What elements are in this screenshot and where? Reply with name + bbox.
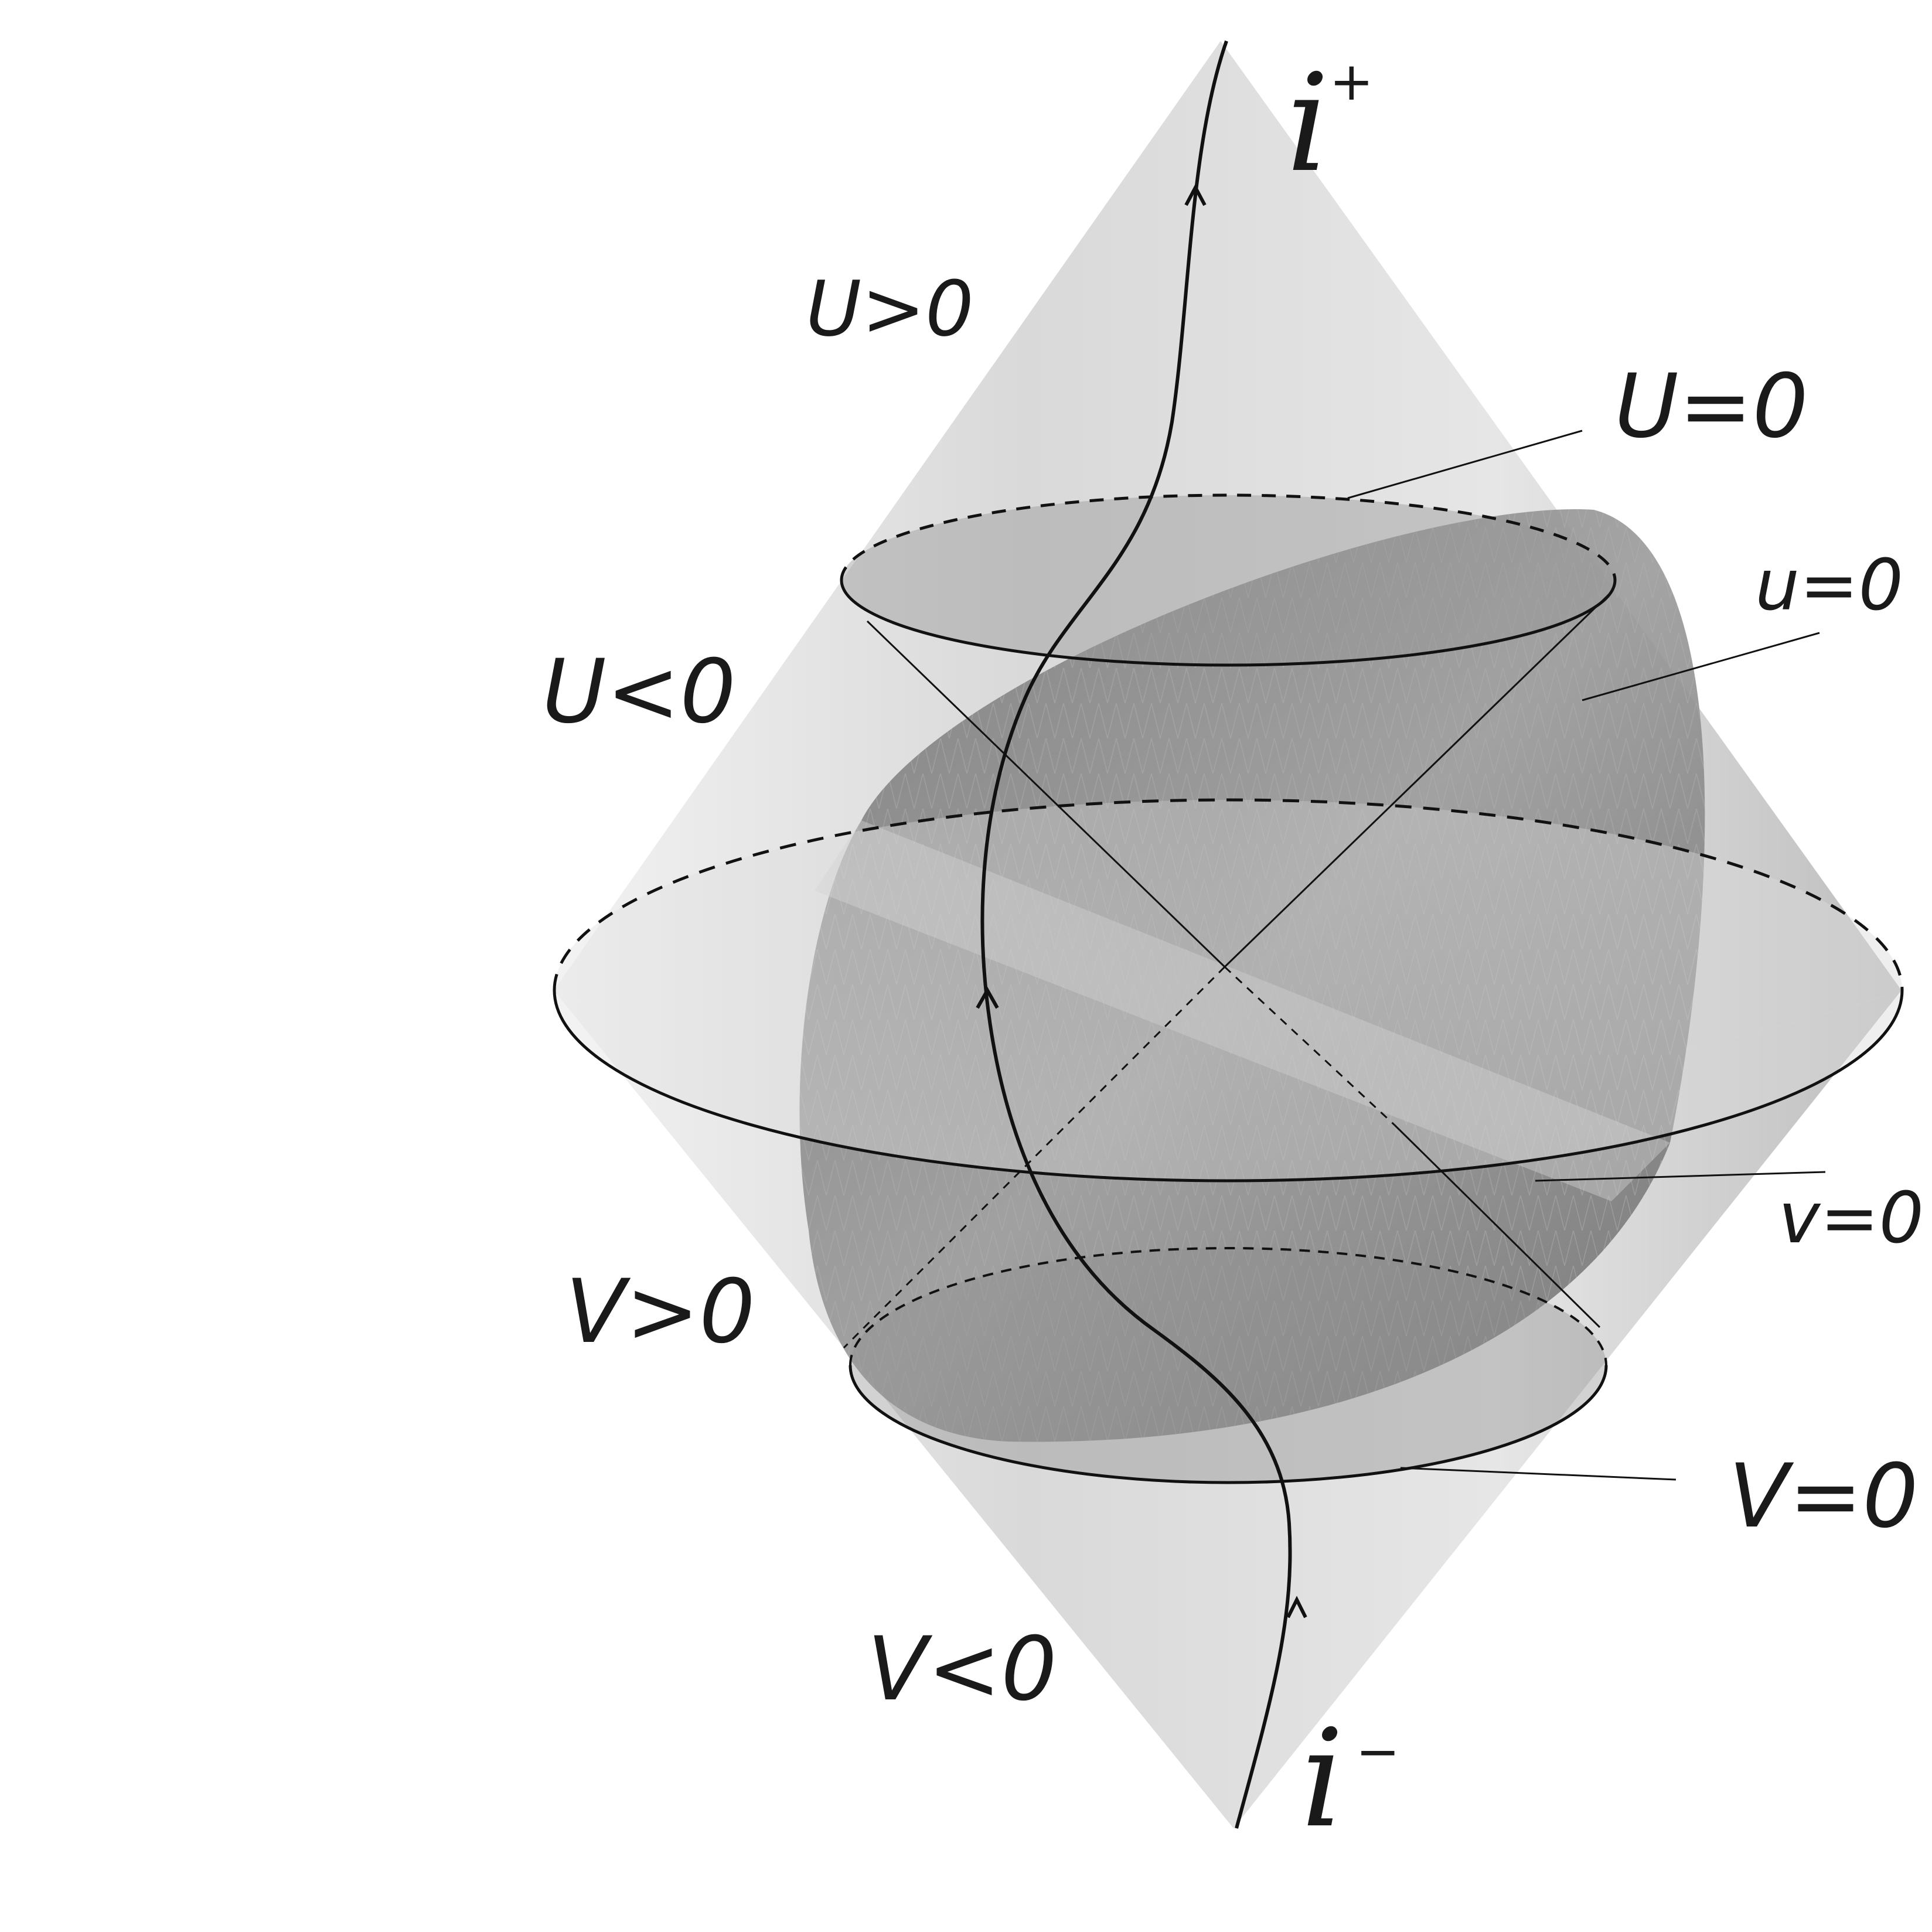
region-U-negative: U<0 [542,641,736,743]
arrow-bottom [1286,1596,1307,1618]
lower-disc-front-edge [849,1365,1608,1484]
upper-disc [840,493,1617,968]
lower-disc-back-edge [849,1247,1607,1366]
lower-disc-fill [850,1248,1606,1483]
surface-u-zero: u=0 [1755,545,1903,626]
middle-disc-back-edge [553,798,1904,991]
surface-V-zero: V=0 [1729,1446,1919,1548]
arrow-top [1184,183,1207,206]
leader-lines [1347,430,1826,1481]
middle-disc-front-edge [553,990,1904,1183]
upper-disc-front-edge [840,580,1617,667]
future-timelike-infinity: i+ [1286,46,1374,202]
surface-U-zero: U=0 [1614,356,1808,458]
worldline-curve [980,40,1292,1829]
leader-V-zero [1400,1467,1677,1481]
arrow-middle [976,986,999,1009]
region-V-positive: V>0 [565,1261,755,1363]
past-timelike-infinity: i− [1301,1701,1400,1858]
worldline [976,40,1307,1829]
upper-inner-cone-left [866,620,1226,968]
upper-disc-fill [841,495,1615,665]
surface-v-zero: v=0 [1778,1178,1924,1259]
middle-disc [553,798,1904,1183]
lower-disc [843,966,1608,1484]
leader-u-zero [1582,632,1820,701]
upper-inner-cone-right [1224,594,1610,968]
leader-v-zero [1535,1171,1826,1182]
lower-inner-cone-left [843,966,1226,1349]
lower-inner-cone-right-solid [1393,1124,1601,1328]
labels: i+ i− U>0 U<0 V>0 V<0 U=0 u=0 v=0 V=0 [542,46,1924,1858]
leader-U-zero [1347,430,1583,499]
region-U-positive: U>0 [806,264,974,353]
middle-disc-fill [554,800,1902,1181]
region-V-negative: V<0 [867,1618,1057,1720]
